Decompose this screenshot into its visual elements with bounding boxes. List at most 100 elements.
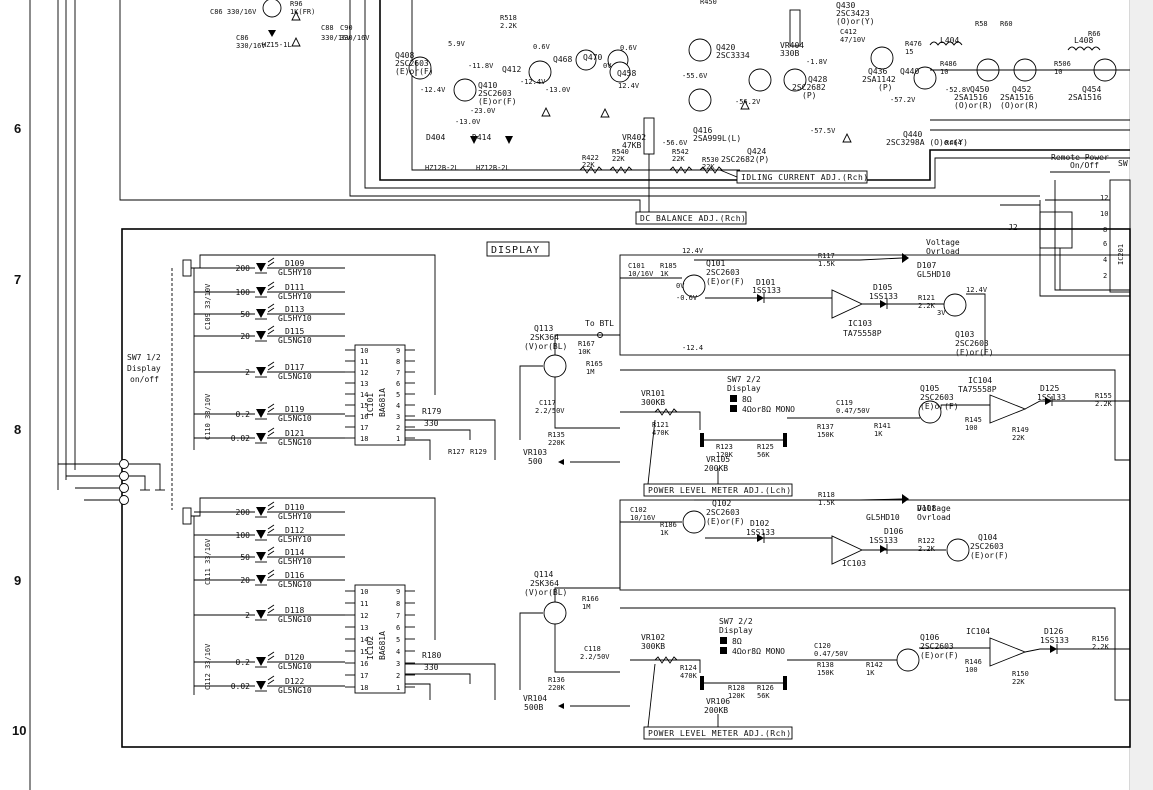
led-lch-level-5: 0.2 xyxy=(236,410,251,419)
svg-text:8: 8 xyxy=(1103,226,1107,234)
r136-value: 220K xyxy=(548,684,566,692)
connector-pin-4 xyxy=(119,495,129,505)
sw7-12-onoff: on/off xyxy=(130,375,159,384)
svg-text:4: 4 xyxy=(1103,256,1107,264)
r122-value: 2.2K xyxy=(918,545,936,553)
svg-text:C86: C86 xyxy=(236,34,249,42)
led-lch-level-6: 0.02 xyxy=(231,434,250,443)
r117-value: 1.5K xyxy=(818,260,836,268)
inductor-l408 xyxy=(1067,46,1101,51)
r167-label: R167 xyxy=(578,340,595,348)
q101-label: Q101 xyxy=(706,259,725,268)
row-number-7: 7 xyxy=(14,272,21,287)
voltage-neg-52-8: -52.8V xyxy=(945,86,971,94)
ic102-pin-left-1: 11 xyxy=(360,600,368,608)
light-arrow-icon xyxy=(267,407,275,413)
q101-part: 2SC2603 xyxy=(706,268,740,277)
q114-part: 2SK364 xyxy=(530,579,559,588)
r179-label: R179 xyxy=(422,407,441,416)
power-amp-section: R96 1K(FR) C86 330/16V HZ15-1L C88 330/1… xyxy=(57,0,1130,490)
q106-grade: (E)or(F) xyxy=(920,651,959,660)
q408-part: 2SC2603 xyxy=(395,59,429,68)
voltage-neg-11-8: -11.8V xyxy=(468,62,494,70)
ic102-pin-right-8: 1 xyxy=(396,684,400,692)
r179-value: 330 xyxy=(424,419,439,428)
led-lch-level-3: 20 xyxy=(240,332,250,341)
light-arrow-icon xyxy=(267,501,275,507)
q420-part: 2SC3334 xyxy=(716,51,750,60)
ic101-pin-left-4: 14 xyxy=(360,391,368,399)
ohm-8-label-upper: 8Ω xyxy=(742,395,752,404)
ic102-pin-left-3: 13 xyxy=(360,624,368,632)
ic102-pin-left-5: 15 xyxy=(360,648,368,656)
led-d108 xyxy=(902,494,909,504)
r542-label: R542 xyxy=(672,148,689,156)
ic201-label: IC201 xyxy=(1117,244,1125,265)
ic101-pin-right-1: 8 xyxy=(396,358,400,366)
voltage-12-4: 12.4V xyxy=(618,82,640,90)
switch-contact-top xyxy=(182,259,192,277)
zener-d404 xyxy=(470,136,478,144)
meter-adjust-rch: SW7 2/2 Display 8Ω 4Ωor8Ω MONO VR102 300… xyxy=(620,607,1130,715)
light-arrow-icon xyxy=(267,524,275,530)
voltage-neg-13-0: -13.0V xyxy=(455,118,481,126)
ic104-part: TA75558P xyxy=(958,385,997,394)
l404-label: L404 xyxy=(940,36,959,45)
svg-text:-12.4V: -12.4V xyxy=(520,78,546,86)
sw7-12-display: Display xyxy=(127,364,161,373)
light-arrow-icon xyxy=(267,608,275,614)
q428-label: Q428 xyxy=(808,75,827,84)
led-diode-icon xyxy=(256,552,266,561)
q430-grade: (O)or(Y) xyxy=(836,17,875,26)
jack-j2 xyxy=(1039,211,1073,249)
q470-label: Q470 xyxy=(583,53,602,62)
led-rch-part-4: GL5NG10 xyxy=(278,615,312,624)
switch-position-mono-icon xyxy=(720,647,727,654)
svg-text:R450: R450 xyxy=(700,0,717,6)
warning-icon xyxy=(842,132,852,143)
vr104-label: VR104 xyxy=(523,694,547,703)
to-btl-label: To BTL xyxy=(585,319,614,328)
led-lch-part-0: GL5HY10 xyxy=(278,268,312,277)
r530-label: R530 xyxy=(702,156,719,164)
ic101-pin-right-3: 6 xyxy=(396,380,400,388)
r145-value: 100 xyxy=(965,424,978,432)
svg-text:2: 2 xyxy=(1103,272,1107,280)
led-lch-part-1: GL5HY10 xyxy=(278,292,312,301)
power-meter-rch-label: POWER LEVEL METER ADJ.(Rch) xyxy=(648,729,792,738)
q412-label: Q412 xyxy=(502,65,521,74)
transistor-q410 xyxy=(453,78,477,102)
r123-value: 120K xyxy=(716,451,734,459)
svg-text:R129: R129 xyxy=(470,448,487,456)
q105-grade: (E)or(F) xyxy=(920,402,959,411)
led-rch-level-6: 0.02 xyxy=(231,682,250,691)
ic102-block xyxy=(354,584,406,694)
r422-value: 22K xyxy=(582,161,595,169)
c102-value: 10/16V xyxy=(630,514,656,522)
r186-label: R186 xyxy=(660,521,677,529)
q105-label: Q105 xyxy=(920,384,939,393)
q450-part: 2SA1516 xyxy=(954,93,988,102)
q114-fet: Q114 2SK364 (V)or(BL) R166 1M C118 2.2/5… xyxy=(519,520,630,712)
c110-label: C110 33/10V xyxy=(204,393,212,440)
ic101-pin-right-4: 5 xyxy=(396,391,400,399)
r141-label: R141 xyxy=(874,422,891,430)
vr402-value: 47KB xyxy=(622,141,641,150)
d404-label: D404 xyxy=(426,133,445,142)
light-arrow-icon xyxy=(267,604,275,610)
switch-contact-bottom xyxy=(182,507,192,525)
ic101-pin-right-8: 1 xyxy=(396,435,400,443)
transistor-q408 xyxy=(408,56,432,80)
vr402-label: VR402 xyxy=(622,133,646,142)
svg-text:330/16V: 330/16V xyxy=(236,42,266,50)
voltage-neg-0-6-q101: -0.6V xyxy=(676,294,698,302)
resistor-r530 xyxy=(699,166,723,174)
svg-text:C90: C90 xyxy=(340,24,353,32)
switch-position-8ohm-icon xyxy=(720,637,727,644)
led-lch-level-2: 50 xyxy=(240,310,250,319)
transistor-q436 xyxy=(870,46,894,70)
r165-label: R165 xyxy=(586,360,603,368)
q106-label: Q106 xyxy=(920,633,939,642)
connector-pin-3 xyxy=(119,483,129,493)
